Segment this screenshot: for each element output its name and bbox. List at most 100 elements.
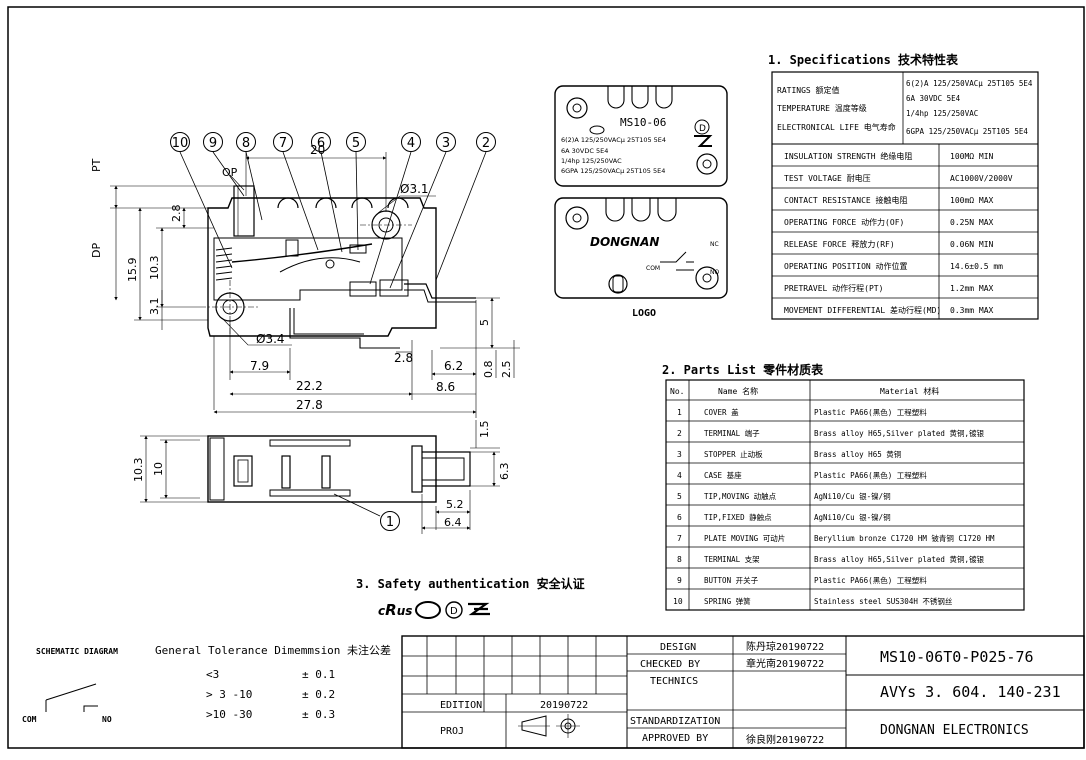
dim-2-8: 2.8 xyxy=(170,205,183,223)
part-number: MS10-06T0-P025-76 xyxy=(880,648,1034,666)
dim-8-6: 8.6 xyxy=(436,380,455,394)
d-mark-glyph: D xyxy=(450,606,458,617)
parts-row-no: 8 xyxy=(677,555,682,564)
spec-value-2: 6A 30VDC 5E4 xyxy=(906,94,961,103)
logo-com: COM xyxy=(646,265,660,272)
dim-2-8b: 2.8 xyxy=(394,351,413,365)
dim-0-8: 0.8 xyxy=(482,361,495,379)
button-part xyxy=(233,185,255,237)
logo-model: MS10-06 xyxy=(620,116,666,129)
parts-header-material: Material 材料 xyxy=(880,386,939,396)
spec-row-value: 0.06N MIN xyxy=(950,240,994,249)
parts-row-no: 9 xyxy=(677,576,682,585)
enec-cert-icon xyxy=(468,602,490,616)
parts-row-no: 4 xyxy=(677,471,682,480)
bottom-view xyxy=(140,420,500,534)
dim-6-4: 6.4 xyxy=(444,516,462,529)
schematic-no: NO xyxy=(102,715,112,724)
parts-row-name: CASE 基座 xyxy=(704,470,742,480)
parts-row-material: AgNi10/Cu 银-镍/铜 xyxy=(814,512,891,522)
logo-panel-top-text: MS10-06 D 6(2)A 125/250VACμ 25T105 5E4 6… xyxy=(561,116,713,175)
parts-row-name: STOPPER 止动板 xyxy=(704,449,763,459)
checked-value: 章光南20190722 xyxy=(746,657,824,670)
dim-dp: DP xyxy=(90,243,103,258)
logo-brand: DONGNAN xyxy=(590,235,659,249)
terminal-lead-no xyxy=(289,308,400,349)
moving-plate xyxy=(231,243,373,263)
specifications-table: 1. Specifications 技术特性表 RATINGS 额定值 TEMP… xyxy=(768,52,1039,320)
dim-pt: PT xyxy=(90,158,103,172)
cert-mark-icon xyxy=(694,135,713,147)
parts-list-table: 2. Parts List 零件材质表 No. Name 名称 Material… xyxy=(662,362,1025,611)
dim-dia34: Ø3.4 xyxy=(256,332,285,346)
schematic-title: SCHEMATIC DIAGRAM xyxy=(36,647,118,656)
spec-label-life: ELECTRONICAL LIFE 电气寿命 xyxy=(777,122,896,132)
logo-line-4: 6GPA 125/250VACμ 25T105 5E4 xyxy=(561,167,665,175)
parts-row-name: TIP,MOVING 动触点 xyxy=(704,491,777,501)
dim-dia31: Ø3.1 xyxy=(400,182,429,196)
logo-nc: NC xyxy=(710,241,719,248)
parts-header-name: Name 名称 xyxy=(718,386,758,396)
part-balloons: 10 9 8 7 6 5 4 3 2 xyxy=(170,132,496,152)
general-tolerance: General Tolerance Dimemmsion 未注公差 <3 ± 0… xyxy=(155,643,391,721)
spec-row-value: 14.6±0.5 mm xyxy=(950,262,1003,271)
safety-authentication: 3. Safety authentication 安全认证 cRus D xyxy=(356,576,585,619)
parts-row-no: 3 xyxy=(677,450,682,459)
dim-15-9: 15.9 xyxy=(126,258,139,283)
dim-op: OP xyxy=(222,166,238,179)
spec-row-label: OPERATING FORCE 动作力(OF) xyxy=(784,217,904,227)
dim-22-2: 22.2 xyxy=(296,379,323,393)
specs-title: 1. Specifications 技术特性表 xyxy=(768,52,959,67)
parts-row-no: 6 xyxy=(677,513,682,522)
logo-panel-bottom xyxy=(554,197,728,299)
parts-row-no: 1 xyxy=(677,408,682,417)
logo-panel-top xyxy=(554,85,728,187)
parts-row-material: Beryllium bronze C1720 HM 铍青铜 C1720 HM xyxy=(814,533,995,543)
dim-6-2: 6.2 xyxy=(444,359,463,373)
approved-value: 徐良刚20190722 xyxy=(746,733,824,746)
tolerance-title: General Tolerance Dimemmsion 未注公差 xyxy=(155,643,391,657)
spec-label-temperature: TEMPERATURE 温度等级 xyxy=(777,103,867,113)
dim-6-3: 6.3 xyxy=(498,463,511,481)
title-block xyxy=(401,635,1085,749)
balloon-6: 6 xyxy=(317,136,325,151)
dim-20: 20 xyxy=(310,143,325,157)
schematic-diagram: SCHEMATIC DIAGRAM COM NO xyxy=(22,647,118,724)
parts-row-material: Brass alloy H65,Silver plated 黄铜,镀银 xyxy=(814,554,984,564)
design-value: 陈丹琼20190722 xyxy=(746,640,824,653)
balloon-1: 1 xyxy=(386,515,394,530)
parts-row-name: PLATE MOVING 可动片 xyxy=(704,533,785,543)
dim-2-5: 2.5 xyxy=(500,361,513,379)
parts-row-material: Brass alloy H65 黄铜 xyxy=(814,449,901,459)
parts-header-no: No. xyxy=(670,387,684,396)
ccc-cert-icon xyxy=(415,601,441,619)
parts-row-name: COVER 盖 xyxy=(704,407,739,417)
logo-caption: LOGO xyxy=(632,308,656,319)
parts-row-material: Plastic PA66(黑色) 工程塑料 xyxy=(814,470,927,480)
spec-value-3: 1/4hp 125/250VAC xyxy=(906,109,978,118)
dim-10-3: 10.3 xyxy=(148,256,161,281)
spec-row-value: AC1000V/2000V xyxy=(950,174,1013,183)
tolerance-range-3: >10 -30 xyxy=(206,708,252,721)
spec-label-ratings: RATINGS 额定值 xyxy=(777,85,840,95)
spec-row-value: 100mΩ MAX xyxy=(950,196,994,205)
drawing-border xyxy=(7,6,1085,749)
approved-label: APPROVED BY xyxy=(642,733,708,744)
balloon-3: 3 xyxy=(442,136,450,151)
spec-row-value: 1.2mm MAX xyxy=(950,284,994,293)
logo-line-1: 6(2)A 125/250VACμ 25T105 5E4 xyxy=(561,136,666,144)
ul-cert-icon: cRus xyxy=(378,601,412,619)
balloon-2: 2 xyxy=(482,136,490,151)
parts-row-material: Brass alloy H65,Silver plated 黄铜,镀银 xyxy=(814,428,984,438)
dim-3-1: 3.1 xyxy=(148,298,161,316)
switch-body-outline xyxy=(207,197,437,337)
spec-row-label: OPERATING POSITION 动作位置 xyxy=(784,261,908,271)
logo-line-2: 6A 30VDC 5E4 xyxy=(561,147,608,155)
parts-row-name: TIP,FIXED 静触点 xyxy=(704,512,772,522)
logo-line-3: 1/4hp 125/250VAC xyxy=(561,157,622,165)
balloon-10: 10 xyxy=(172,136,189,151)
spec-row-label: CONTACT RESISTANCE 接触电阻 xyxy=(784,195,908,205)
balloon-8: 8 xyxy=(242,136,250,151)
title-block-text: EDITION 20190722 PROJ DESIGN 陈丹琼20190722… xyxy=(440,640,1061,746)
